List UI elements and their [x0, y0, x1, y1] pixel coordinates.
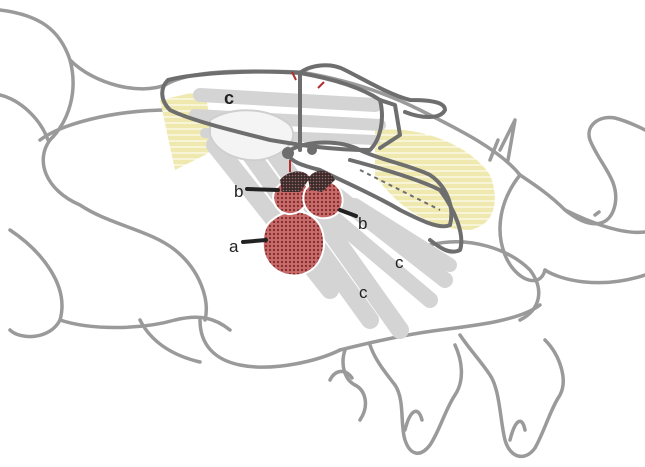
muscle-a	[263, 211, 324, 275]
label-b-left: b	[234, 182, 243, 201]
label-c-low: c	[359, 283, 368, 302]
label-c-top: c	[224, 88, 234, 108]
label-c-mid: c	[395, 253, 404, 272]
label-b-right: b	[358, 214, 367, 233]
label-a: a	[229, 237, 239, 256]
